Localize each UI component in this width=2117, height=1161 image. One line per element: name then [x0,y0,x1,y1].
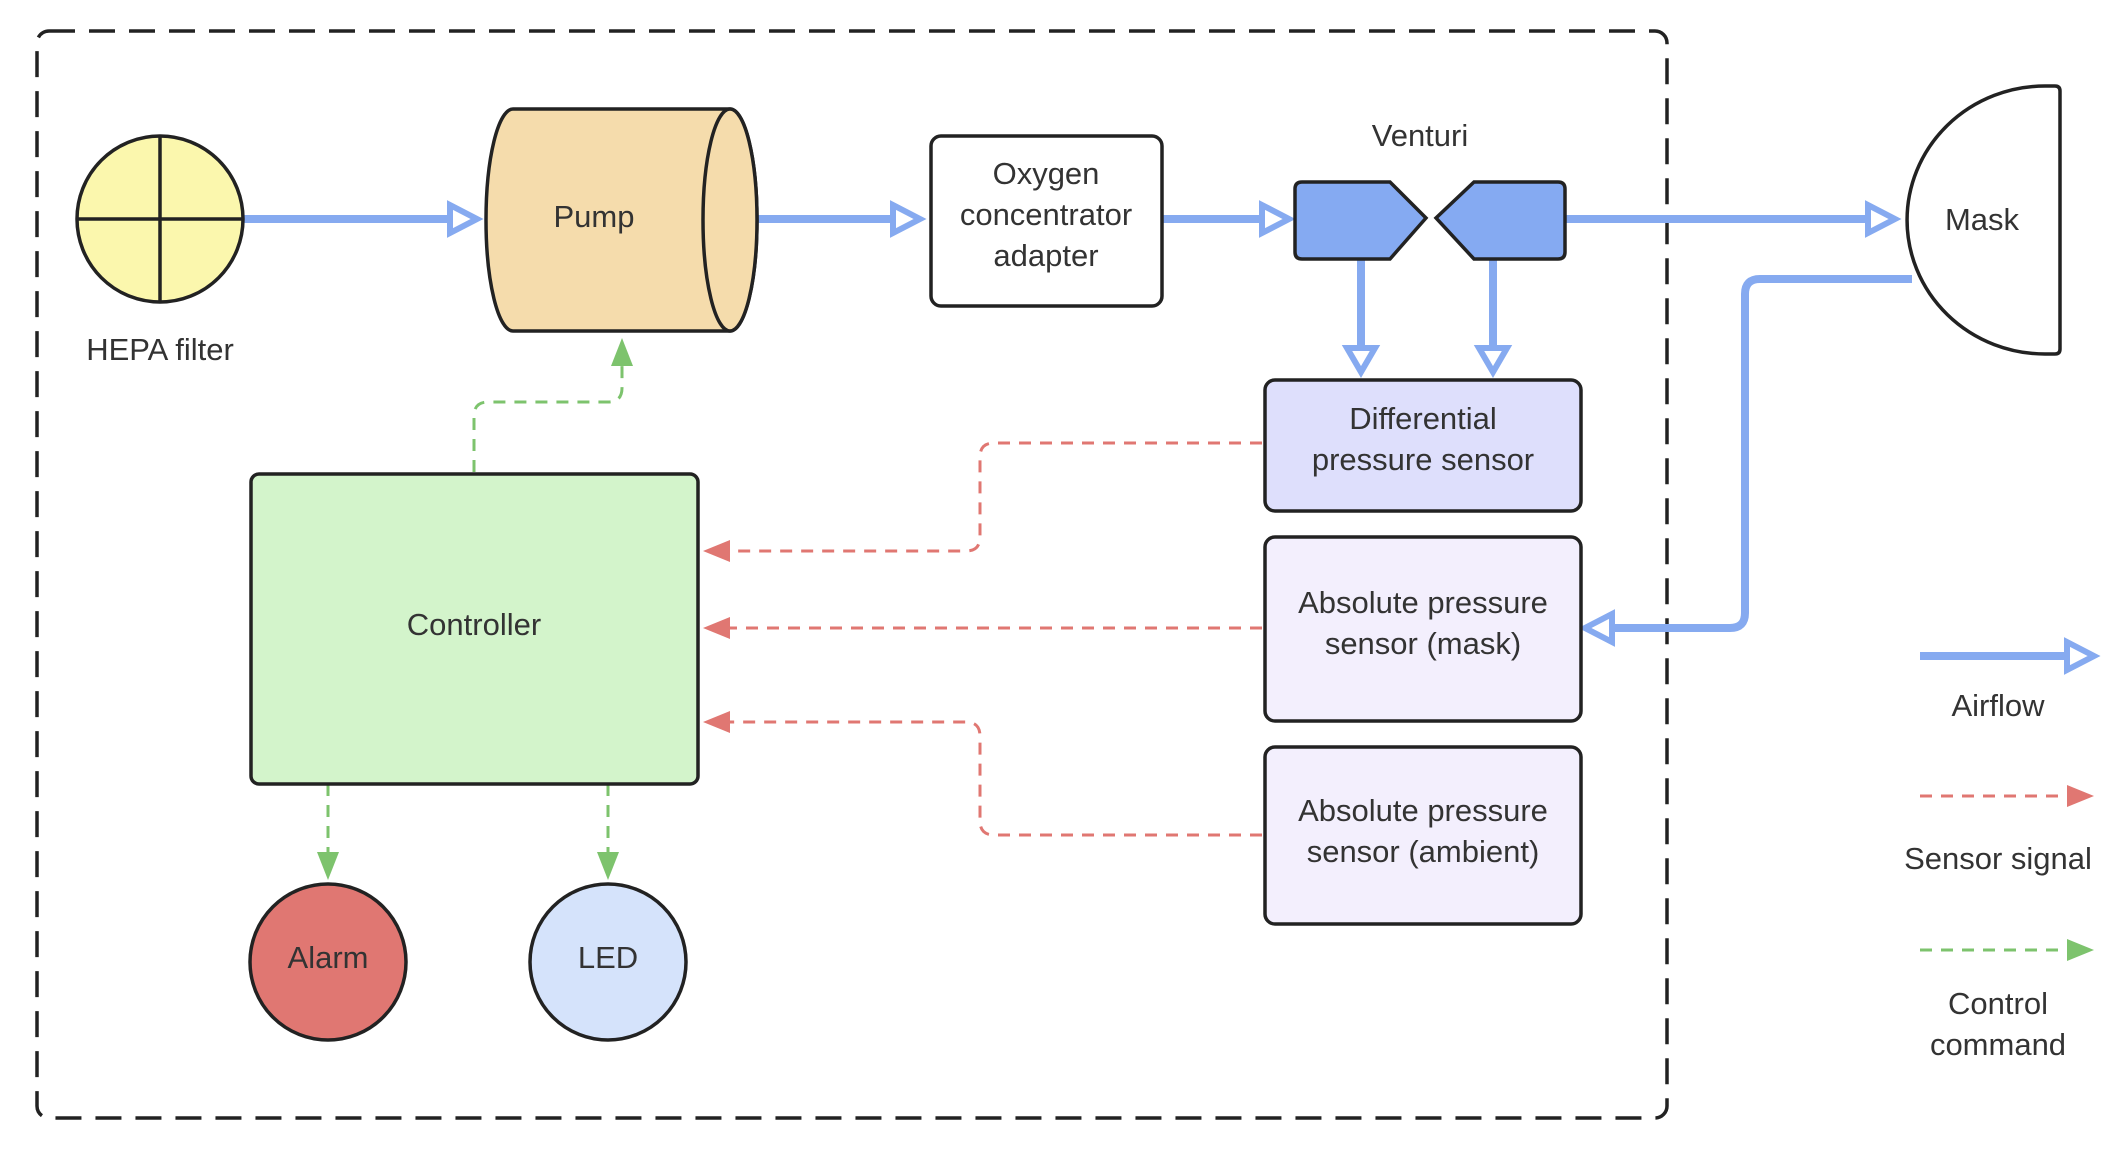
abs-ambient-sensor-label-line-2: sensor (ambient) [1307,834,1540,869]
airflow-arrow-venturi-right-to-diff-sensor [1473,260,1513,378]
airflow-arrow-adapter-to-venturi [1160,200,1296,238]
airflow-arrows [242,200,1912,647]
oxygen-adapter-label-line-3: adapter [993,238,1098,273]
signal-arrow-abs-mask-sensor-to-controller [703,617,1262,639]
legend-control-command-label-line-2: command [1930,1027,2066,1062]
control-arrow-controller-to-led [597,784,619,880]
signal-arrow-abs-ambient-sensor-to-controller [703,711,1262,837]
alarm-label: Alarm [288,940,369,975]
led-circle [528,882,688,1042]
legend-sensor-signal-label: Sensor signal [1904,841,2092,876]
controller-box [249,472,700,786]
legend-control-command: Control command [1920,939,2094,1062]
legend-control-command-label-line-1: Control [1948,986,2048,1021]
abs-mask-sensor-label-line-2: sensor (mask) [1325,626,1521,661]
system-boundary [35,29,1669,1120]
mask-label: Mask [1945,202,2020,237]
airflow-arrow-venturi-left-to-diff-sensor [1341,260,1381,378]
airflow-arrow-pump-to-adapter [756,200,927,238]
signal-arrow-diff-sensor-to-controller [703,441,1262,562]
airflow-arrow-mask-to-abs-sensor [1578,275,1912,647]
controller: Controller [249,472,700,786]
oxygen-concentrator-adapter: Oxygen concentrator adapter [929,134,1164,308]
alarm-circle [248,882,408,1042]
legend-airflow: Airflow [1920,637,2101,723]
hepa-filter-label: HEPA filter [86,332,234,367]
venturi-label: Venturi [1372,118,1469,153]
led-label: LED [578,940,638,975]
abs-mask-sensor-label-line-1: Absolute pressure [1298,585,1548,620]
alarm: Alarm [248,882,408,1042]
legend: Airflow Sensor signal Control command [1904,637,2101,1062]
diff-sensor-box [1263,378,1583,513]
sensor-signal-arrows [703,441,1262,837]
absolute-pressure-sensor-mask: Absolute pressure sensor (mask) [1263,535,1583,723]
legend-control-command-arrowhead [2067,939,2094,961]
pump-label: Pump [554,199,635,234]
controller-label: Controller [407,607,541,642]
diff-sensor-label-line-1: Differential [1349,401,1497,436]
absolute-pressure-sensor-ambient: Absolute pressure sensor (ambient) [1263,745,1583,926]
legend-sensor-signal: Sensor signal [1904,785,2094,876]
abs-mask-sensor-box [1263,535,1583,723]
control-command-arrows [317,338,633,880]
legend-airflow-arrowhead [2064,637,2101,675]
airflow-arrow-filter-to-pump [242,200,484,238]
led: LED [528,882,688,1042]
control-arrow-controller-to-alarm [317,784,339,880]
oxygen-adapter-label-line-1: Oxygen [993,156,1100,191]
oxygen-adapter-box [929,134,1164,308]
abs-ambient-sensor-box [1263,745,1583,926]
oxygen-adapter-label-line-2: concentrator [960,197,1132,232]
hepa-filter: HEPA filter [75,134,245,367]
diff-sensor-label-line-2: pressure sensor [1312,442,1534,477]
pump: Pump [484,107,759,333]
control-arrow-controller-to-pump [472,338,633,472]
venturi-inlet-shape [1293,180,1429,261]
mask-shape [1905,84,2062,356]
venturi: Venturi [1293,118,1567,261]
venturi-outlet-shape [1433,180,1567,261]
abs-ambient-sensor-label-line-1: Absolute pressure [1298,793,1548,828]
legend-airflow-label: Airflow [1951,688,2045,723]
mask: Mask [1905,84,2062,356]
pump-cylinder-end [701,107,759,333]
legend-sensor-signal-arrowhead [2067,785,2094,807]
airflow-arrow-venturi-to-mask [1565,200,1902,238]
differential-pressure-sensor: Differential pressure sensor [1263,378,1583,513]
